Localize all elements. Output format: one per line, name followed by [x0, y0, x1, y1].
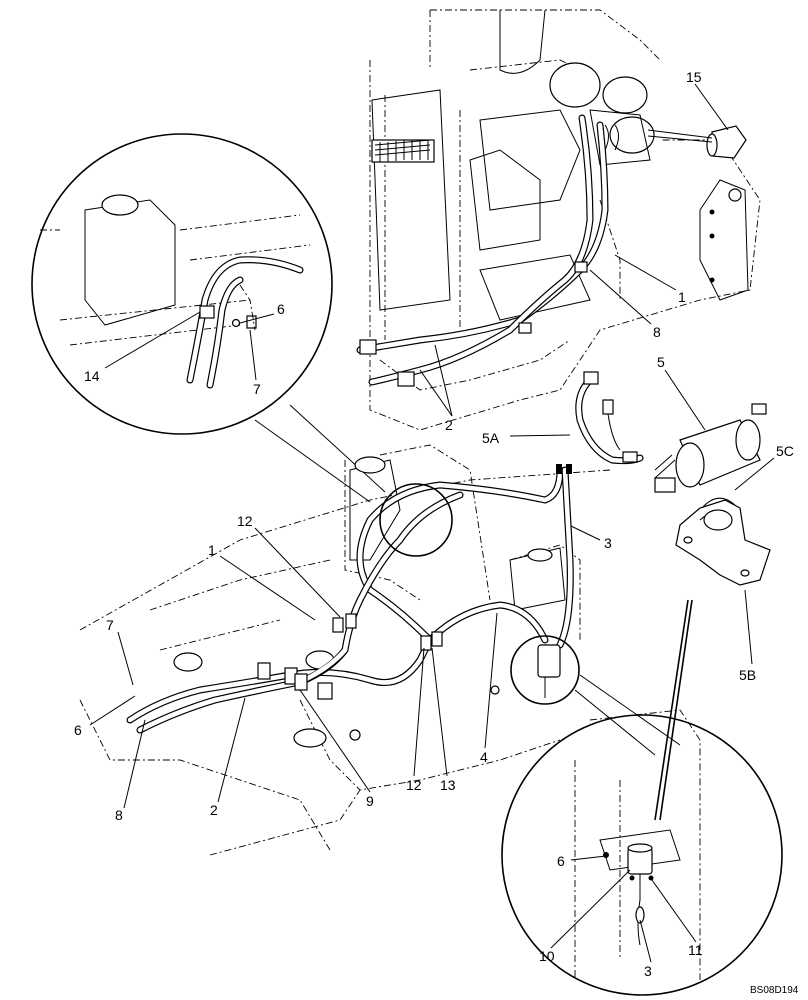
callout-12-mid: 12 — [406, 777, 422, 793]
callout-8-top: 8 — [653, 324, 661, 340]
callout-11: 11 — [688, 942, 703, 958]
detail-view-fuel-tank-clip — [31, 133, 386, 503]
engine-radiator-assembly — [356, 9, 761, 431]
callout-6-left: 6 — [74, 722, 82, 738]
callout-12-left: 12 — [237, 513, 253, 529]
injection-pump — [589, 76, 655, 166]
pump-detail-body — [627, 843, 653, 946]
callout-5a: 5A — [482, 430, 500, 446]
main-fuel-hoses — [126, 466, 574, 734]
callout-2-left: 2 — [210, 802, 218, 818]
callout-6-detail: 6 — [277, 301, 285, 317]
figure-reference-code: BS08D194 — [750, 985, 799, 996]
fitting-15 — [647, 125, 747, 159]
callout-leaders — [89, 83, 775, 963]
top-fuel-hoses — [356, 114, 609, 386]
callout-1-left: 1 — [208, 542, 216, 558]
callout-3-bottom: 3 — [644, 963, 652, 979]
callout-9: 9 — [366, 793, 374, 809]
callout-14: 14 — [84, 368, 100, 384]
callout-6-bottom: 6 — [557, 853, 565, 869]
callout-4: 4 — [480, 749, 488, 765]
callout-7-detail: 7 — [253, 381, 261, 397]
detail-view-pump-mounting — [501, 599, 783, 996]
callout-5b: 5B — [739, 667, 756, 683]
callout-15: 15 — [686, 69, 702, 85]
callout-1-top: 1 — [678, 289, 686, 305]
callout-3-mid: 3 — [604, 535, 612, 551]
electric-fuel-pump-small — [537, 644, 561, 698]
callout-2-top: 2 — [445, 417, 453, 433]
wire-harness-5a — [575, 371, 644, 465]
electric-fuel-pump-5 — [654, 403, 767, 493]
callout-13: 13 — [440, 777, 456, 793]
callout-labels: 15 1 8 2 5 5A 5C 5B 3 14 6 7 12 1 7 6 8 … — [74, 69, 794, 979]
radiator-grille — [371, 139, 435, 163]
pump-bracket — [675, 497, 771, 586]
callout-5: 5 — [657, 354, 665, 370]
callout-10: 10 — [539, 948, 555, 964]
chassis-main-view — [79, 444, 681, 856]
callout-8-left: 8 — [115, 807, 123, 823]
callout-7-left: 7 — [106, 617, 114, 633]
callout-5c: 5C — [776, 443, 794, 459]
